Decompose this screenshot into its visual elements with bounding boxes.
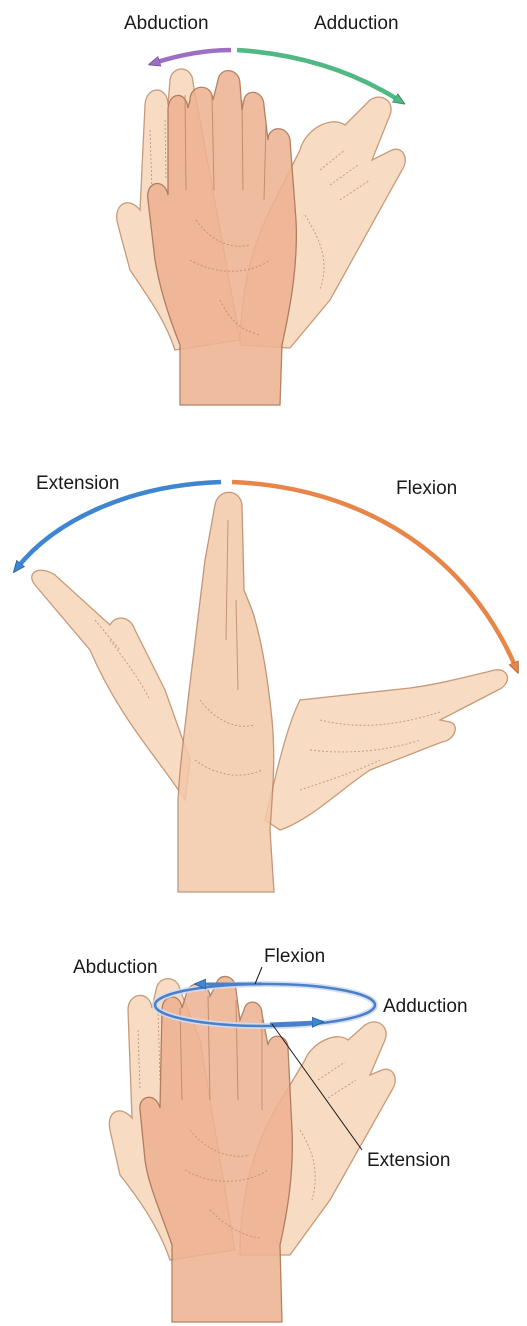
hand-straight: [177, 491, 275, 893]
abduction-label: Abduction: [124, 13, 209, 34]
panel-extension-flexion: Extension Flexion: [17, 473, 516, 893]
flexion-leader-line: [254, 966, 263, 985]
adduction-arrow: [236, 47, 400, 101]
extension-label-3: Extension: [367, 1150, 450, 1171]
flexion-label-3: Flexion: [264, 946, 325, 967]
hand-flexed: [264, 669, 509, 831]
abduction-arrow: [154, 47, 232, 63]
extension-leader-line: [271, 1023, 363, 1151]
panel-circumduction: Abduction Flexion Adduction Extension: [73, 946, 468, 1323]
adduction-label-3: Adduction: [383, 996, 468, 1017]
circumduction-ring: [152, 984, 378, 1029]
hand-neutral: [147, 70, 298, 406]
ring-arrow-bottom: [269, 1022, 318, 1024]
panel-abduction-adduction: Abduction Adduction: [116, 13, 406, 406]
flexion-label: Flexion: [396, 478, 457, 499]
adduction-label: Adduction: [314, 13, 399, 34]
hand-extended: [31, 569, 191, 802]
extension-arrow: [17, 479, 222, 568]
abduction-label-3: Abduction: [73, 957, 158, 978]
flexion-arrow: [231, 479, 516, 668]
extension-label: Extension: [36, 473, 119, 494]
